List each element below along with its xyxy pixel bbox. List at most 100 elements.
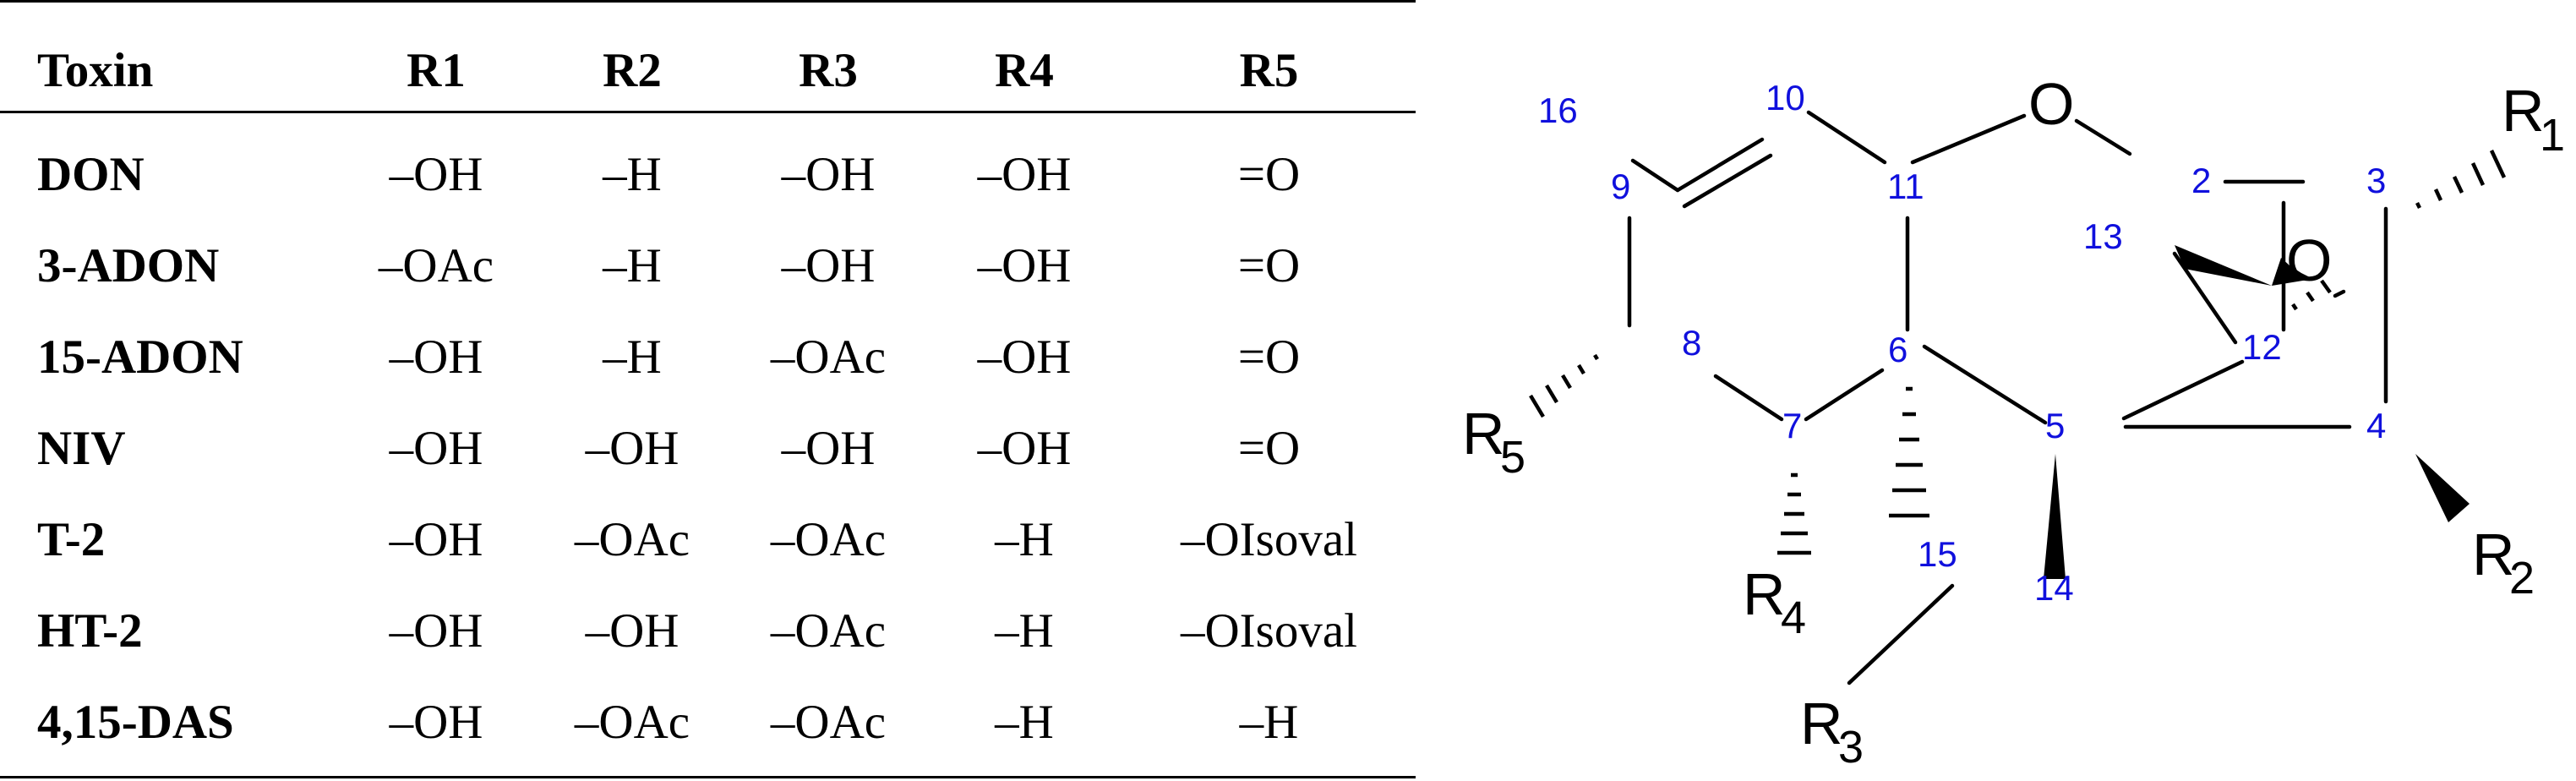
hash-3-r1 bbox=[2470, 162, 2486, 186]
r3-letter: R bbox=[1800, 691, 1843, 756]
toxin-table-panel: Toxin R1 R2 R3 R4 R5 DON –OH –H –OH –OH … bbox=[0, 0, 1416, 778]
cell-r3: –OAc bbox=[770, 695, 887, 749]
table-row: 4,15-DAS –OH –OAc –OAc –H –H bbox=[0, 676, 1416, 767]
bond-12-o-stub bbox=[2333, 289, 2346, 298]
substituent-r4: R 4 bbox=[1743, 561, 1806, 643]
header-r5: R5 bbox=[1239, 43, 1299, 97]
epoxide-oxygen: O bbox=[2286, 227, 2332, 293]
cell-r2: –OH bbox=[585, 604, 679, 658]
toxin-name: HT-2 bbox=[37, 604, 143, 658]
substituent-r5: R 5 bbox=[1462, 401, 1525, 483]
substituent-r3: R 3 bbox=[1800, 691, 1864, 773]
wedge-13-epoxide bbox=[2175, 245, 2272, 286]
atom-number-9: 9 bbox=[1611, 167, 1630, 206]
cell-r5: –OIsoval bbox=[1181, 604, 1357, 658]
toxin-substituent-table: Toxin R1 R2 R3 R4 R5 DON –OH –H –OH –OH … bbox=[0, 41, 1416, 767]
bond-9-10-double-a bbox=[1675, 137, 1765, 193]
cell-r5: =O bbox=[1237, 421, 1301, 475]
table-row: 3-ADON –OAc –H –OH –OH =O bbox=[0, 220, 1416, 311]
hash-12-epoxide-o bbox=[2291, 303, 2298, 311]
atom-number-10: 10 bbox=[1766, 78, 1805, 117]
wedge-bonds bbox=[2044, 245, 2470, 579]
bond-5-6 bbox=[1922, 344, 2048, 425]
table-top-rule bbox=[0, 0, 1416, 3]
wedge-4-r2 bbox=[2415, 454, 2470, 522]
cell-r3: –OH bbox=[781, 147, 876, 201]
cell-r2: –H bbox=[603, 147, 662, 201]
r4-index: 4 bbox=[1781, 593, 1806, 643]
table-header-rule bbox=[0, 111, 1416, 113]
hash-12-epoxide-o bbox=[2306, 291, 2315, 303]
cell-r1: –OAc bbox=[378, 238, 494, 292]
header-r1: R1 bbox=[407, 43, 466, 97]
cell-r4: –OH bbox=[977, 238, 1072, 292]
bond-15-r3 bbox=[1847, 583, 1955, 685]
atom-number-8: 8 bbox=[1682, 323, 1701, 363]
r1-index: 1 bbox=[2540, 110, 2565, 161]
bond-6-7 bbox=[1804, 368, 1885, 422]
cell-r4: –H bbox=[995, 604, 1054, 658]
hash-8-r5 bbox=[1529, 394, 1545, 418]
table-header-row: Toxin R1 R2 R3 R4 R5 bbox=[0, 41, 1416, 100]
wedge-epoxide-tip bbox=[2272, 258, 2313, 286]
ring-oxygen: O bbox=[2028, 71, 2074, 137]
toxin-name: 3-ADON bbox=[37, 238, 220, 292]
header-r2: R2 bbox=[603, 43, 662, 97]
cell-r2: –H bbox=[603, 330, 662, 384]
atom-number-11: 11 bbox=[1887, 167, 1924, 206]
skeleton-bonds bbox=[1627, 110, 2388, 685]
cell-r1: –OH bbox=[389, 512, 483, 566]
cell-r3: –OH bbox=[781, 421, 876, 475]
hash-8-r5 bbox=[1577, 363, 1585, 375]
toxin-name: T-2 bbox=[37, 512, 106, 566]
bond-7-8 bbox=[1713, 374, 1784, 422]
cell-r5: –H bbox=[1239, 695, 1299, 749]
atom-number-4: 4 bbox=[2366, 406, 2386, 445]
atom-number-16: 16 bbox=[1538, 90, 1578, 130]
atom-number-3: 3 bbox=[2366, 161, 2386, 200]
hash-3-r1 bbox=[2415, 201, 2422, 210]
atom-numbers: 2 3 4 5 6 7 8 9 10 11 12 13 14 15 16 bbox=[1538, 78, 2386, 608]
toxin-name: 15-ADON bbox=[37, 330, 243, 384]
atom-number-7: 7 bbox=[1782, 406, 1802, 445]
atom-number-2: 2 bbox=[2191, 161, 2211, 200]
hashed-bonds bbox=[1529, 150, 2507, 555]
cell-r3: –OAc bbox=[770, 330, 887, 384]
cell-r3: –OAc bbox=[770, 604, 887, 658]
cell-r3: –OH bbox=[781, 238, 876, 292]
cell-r4: –H bbox=[995, 695, 1054, 749]
table-row: 15-ADON –OH –H –OAc –OH =O bbox=[0, 311, 1416, 402]
cell-r1: –OH bbox=[389, 695, 483, 749]
cell-r2: –OH bbox=[585, 421, 679, 475]
cell-r5: –OIsoval bbox=[1181, 512, 1357, 566]
hash-3-r1 bbox=[2489, 150, 2507, 178]
hash-8-r5 bbox=[1593, 353, 1599, 361]
atom-number-12: 12 bbox=[2242, 327, 2282, 367]
table-row: DON –OH –H –OH –OH =O bbox=[0, 100, 1416, 220]
r4-letter: R bbox=[1743, 561, 1786, 627]
header-r4: R4 bbox=[995, 43, 1054, 97]
toxin-name: 4,15-DAS bbox=[37, 695, 234, 749]
wedge-5-14 bbox=[2044, 454, 2066, 579]
r2-index: 2 bbox=[2509, 553, 2535, 604]
header-toxin: Toxin bbox=[37, 43, 154, 97]
cell-r3: –OAc bbox=[770, 512, 887, 566]
cell-r5: =O bbox=[1237, 330, 1301, 384]
substituent-r2: R 2 bbox=[2472, 522, 2535, 604]
r2-letter: R bbox=[2472, 522, 2515, 587]
bond-10-11 bbox=[1806, 110, 1887, 165]
cell-r2: –OAc bbox=[574, 695, 690, 749]
cell-r4: –OH bbox=[977, 147, 1072, 201]
atom-number-14: 14 bbox=[2034, 568, 2074, 608]
cell-r2: –H bbox=[603, 238, 662, 292]
cell-r1: –OH bbox=[389, 147, 483, 201]
hash-3-r1 bbox=[2452, 176, 2464, 194]
r3-index: 3 bbox=[1838, 722, 1864, 773]
table-row: HT-2 –OH –OH –OAc –H –OIsoval bbox=[0, 585, 1416, 676]
cell-r1: –OH bbox=[389, 604, 483, 658]
table-row: NIV –OH –OH –OH –OH =O bbox=[0, 402, 1416, 494]
cell-r4: –OH bbox=[977, 421, 1072, 475]
cell-r1: –OH bbox=[389, 330, 483, 384]
atom-number-13: 13 bbox=[2083, 216, 2123, 256]
table-row: T-2 –OH –OAc –OAc –H –OIsoval bbox=[0, 494, 1416, 585]
